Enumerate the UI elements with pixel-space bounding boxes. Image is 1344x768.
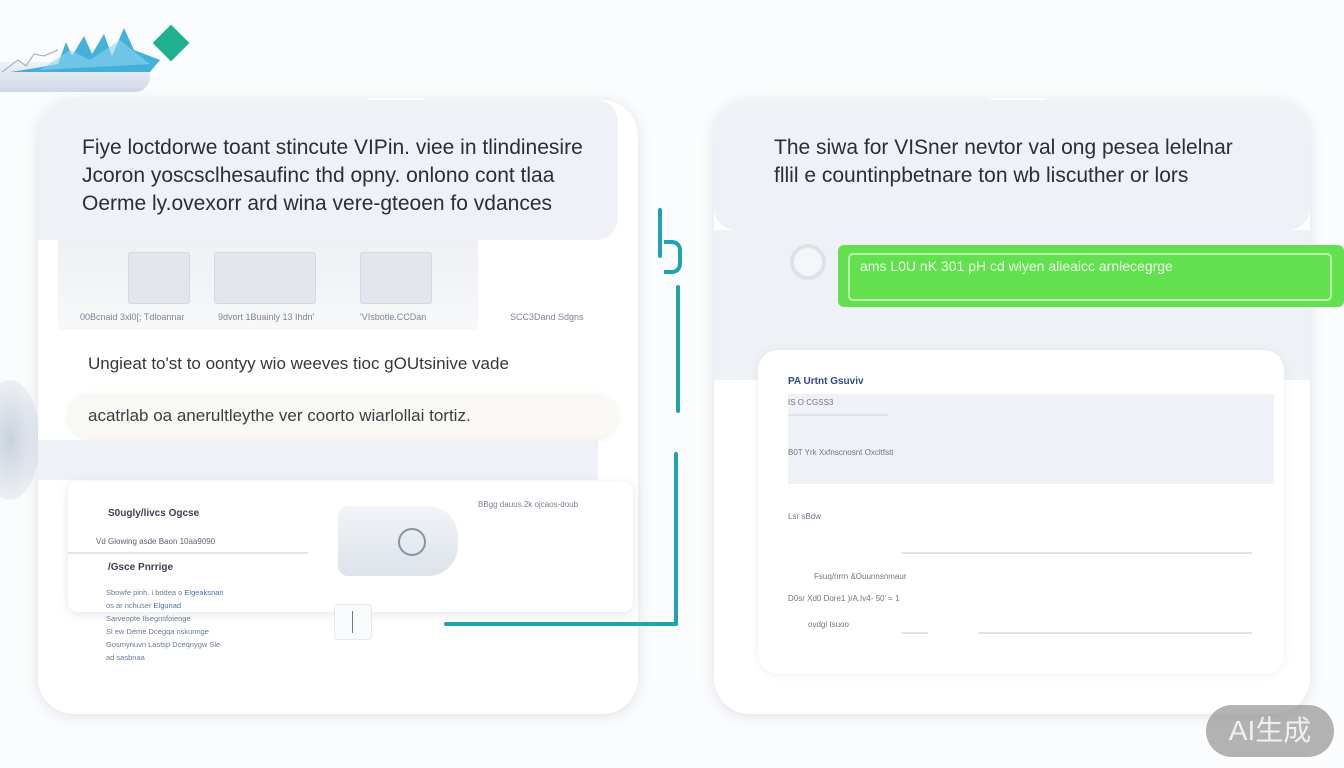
left-heading-bubble bbox=[38, 100, 618, 240]
green-message-text: ams L0U nK 301 pH cd wlyen alieaicc arnl… bbox=[860, 258, 1173, 274]
list-link: Elgunad bbox=[153, 601, 182, 610]
right-heading-bubble bbox=[714, 100, 1310, 230]
inner-card-section: /Gsce Pnrrige bbox=[108, 562, 174, 573]
field-underline bbox=[788, 414, 888, 416]
ai-generated-badge: AI生成 bbox=[1206, 705, 1334, 757]
inner-card-note: BBgg dauus.2k ojcaos-doub bbox=[478, 500, 579, 509]
section-label: Lsr sBdw bbox=[788, 512, 821, 521]
shelf-label: 'VIsbotle.CCDan bbox=[360, 312, 427, 322]
shelf-label: 00Bcnaid 3xl0[; Tdloannar bbox=[80, 312, 185, 322]
inner-card-divider bbox=[68, 552, 308, 554]
heading-line: Jcoron yoscsclhesaufinc thd opny. onlono… bbox=[82, 164, 555, 187]
left-paragraph: Ungieat to'st to oontyy wio weeves tioc … bbox=[88, 354, 509, 373]
left-heading: Fiye loctdorwe toant stincute VIPin. vie… bbox=[82, 134, 583, 218]
connector-line bbox=[444, 622, 678, 626]
green-message-box[interactable]: ams L0U nK 301 pH cd wlyen alieaicc arnl… bbox=[838, 245, 1344, 307]
link-list: Sbowfe pinh. i bodea o Elgeaksnan os ar … bbox=[106, 588, 224, 666]
inner-card-subtitle: Vd Glowing asde Baon 10aa9090 bbox=[96, 537, 216, 546]
list-item[interactable]: os ar nchuser Elgunad bbox=[106, 601, 182, 610]
list-item[interactable]: Gosmynuvn Lastsp Dceqnygw Sle bbox=[106, 640, 221, 649]
list-link: Elgeaksnan bbox=[184, 588, 224, 597]
form-card: PA Urtnt Gsuviv IS O CGSS3 B0T Yrk Xxfns… bbox=[758, 350, 1284, 674]
form-row[interactable]: D0sr Xd0 Dore1 )/A.Iv4- 50' = 1 bbox=[788, 594, 900, 603]
form-field-area[interactable] bbox=[788, 394, 1274, 484]
left-panel: Fiye loctdorwe toant stincute VIPin. vie… bbox=[38, 98, 638, 714]
connector-line bbox=[674, 452, 678, 626]
heading-line: fllil e countinpbetnare ton wb liscuther… bbox=[774, 164, 1189, 187]
heading-line: The siwa for VISner nevtor val ong pesea… bbox=[774, 136, 1233, 159]
shelf-right-panel bbox=[478, 240, 618, 330]
input-line bbox=[902, 632, 928, 634]
text-pill[interactable]: acatrlab oa anerultleythe ver coorto wia… bbox=[68, 394, 618, 438]
shelf-label: 9dvort 1Buainly 13 Ihdn' bbox=[218, 312, 315, 322]
device-illustration bbox=[338, 506, 458, 576]
list-item[interactable]: Sarveopte Ilsegnsfoienge bbox=[106, 614, 191, 623]
list-item[interactable]: Sbowfe pinh. i bodea o Elgeaksnan bbox=[106, 588, 224, 597]
connector-line bbox=[676, 285, 680, 413]
product-shelf-image bbox=[58, 240, 478, 330]
message-inner-border bbox=[848, 253, 1332, 301]
heading-line: Oerme ly.ovexorr ard wina vere-gteoen fo… bbox=[82, 192, 552, 215]
form-row[interactable]: Fsuq/nrrn &Ouunnsnmaur bbox=[814, 572, 907, 581]
heading-line: Fiye loctdorwe toant stincute VIPin. vie… bbox=[82, 136, 583, 159]
field-label: B0T Yrk Xxfnscnosnt Oxcltfstt bbox=[788, 448, 894, 457]
input-line[interactable] bbox=[902, 552, 1252, 554]
dial-icon bbox=[398, 528, 426, 556]
waveform-logo-icon bbox=[1, 24, 190, 73]
right-panel: The siwa for VISner nevtor val ong pesea… bbox=[714, 98, 1344, 714]
list-item[interactable]: ad sasbnaa bbox=[106, 653, 145, 662]
form-title: PA Urtnt Gsuviv bbox=[788, 376, 864, 387]
list-item[interactable]: Sl ew Deme Dcegqa nskunnge bbox=[106, 627, 209, 636]
text-cursor-box[interactable] bbox=[334, 604, 372, 640]
form-row[interactable]: ovdgl tsuoo bbox=[808, 620, 849, 629]
connector-line bbox=[658, 208, 662, 258]
shelf-label: SCC3Dand Sdgns bbox=[510, 312, 584, 322]
inner-info-card: S0ugly/livcs Ogcse Vd Glowing asde Baon … bbox=[68, 482, 633, 612]
divider-strip bbox=[38, 440, 598, 480]
inner-card-title: S0ugly/livcs Ogcse bbox=[108, 508, 200, 519]
input-line[interactable] bbox=[978, 632, 1252, 634]
right-heading: The siwa for VISner nevtor val ong pesea… bbox=[774, 134, 1233, 190]
form-lower-section bbox=[768, 486, 1268, 646]
avatar bbox=[790, 244, 826, 280]
pill-text: acatrlab oa anerultleythe ver coorto wia… bbox=[88, 406, 471, 425]
field-label: IS O CGSS3 bbox=[788, 398, 834, 407]
decorative-blur bbox=[0, 380, 40, 500]
waveform-logo bbox=[0, 20, 200, 95]
connector-arrow-icon bbox=[664, 240, 682, 274]
